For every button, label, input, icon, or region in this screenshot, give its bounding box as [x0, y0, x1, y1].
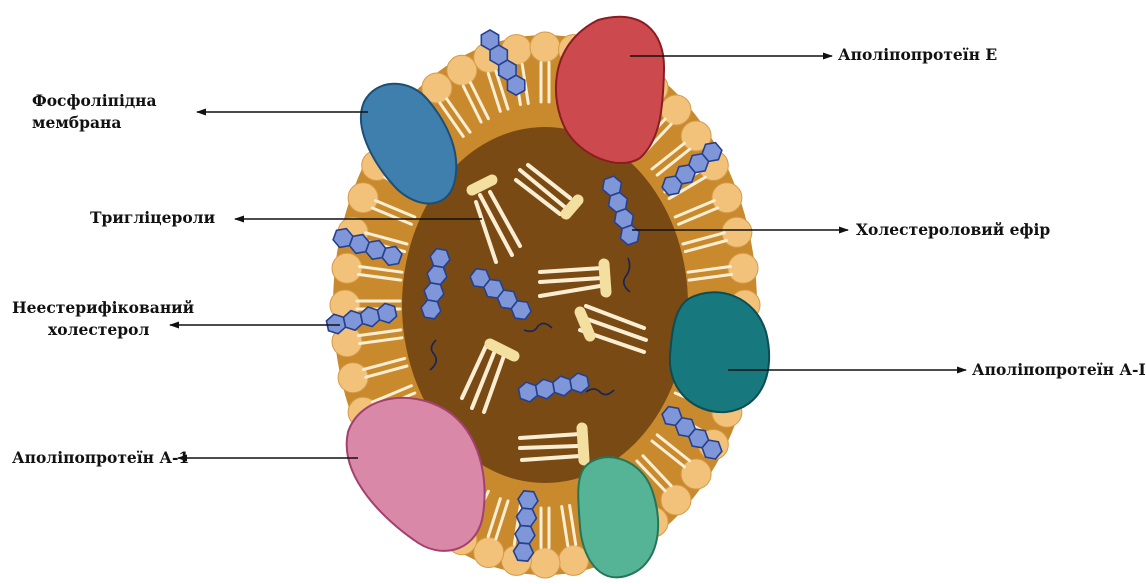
phospholipid-head	[681, 459, 711, 489]
label-apolipoprotein-a1: Аполіпопротеїн А-1	[12, 447, 189, 469]
apolipoprotein-a2	[670, 292, 769, 412]
phospholipid-head	[447, 55, 477, 85]
phospholipid-head	[338, 363, 368, 393]
label-apolipoprotein-e: Аполіпопротеїн Е	[838, 44, 997, 66]
label-free-cholesterol: Неестерифікований холестерол	[12, 297, 194, 341]
label-cholesterol-ester: Холестероловий ефір	[856, 219, 1050, 241]
label-phospholipid-line-2: мембрана	[32, 112, 157, 134]
label-free-cholesterol-line-2: холестерол	[12, 319, 194, 341]
label-phospholipid-membrane: Фосфоліпідна мембрана	[32, 90, 157, 134]
phospholipid-head	[530, 32, 560, 62]
label-apolipoprotein-a2: Аполіпопротеїн А-II	[972, 359, 1146, 381]
phospholipid-head	[332, 253, 362, 283]
phospholipid-head	[530, 548, 560, 578]
phospholipid-head	[474, 538, 504, 568]
label-phospholipid-line-1: Фосфоліпідна	[32, 90, 157, 112]
phospholipid-head	[728, 253, 758, 283]
label-free-cholesterol-line-1: Неестерифікований	[12, 297, 194, 319]
phospholipid-head	[722, 217, 752, 247]
label-triglycerides: Тригліцероли	[90, 207, 215, 229]
